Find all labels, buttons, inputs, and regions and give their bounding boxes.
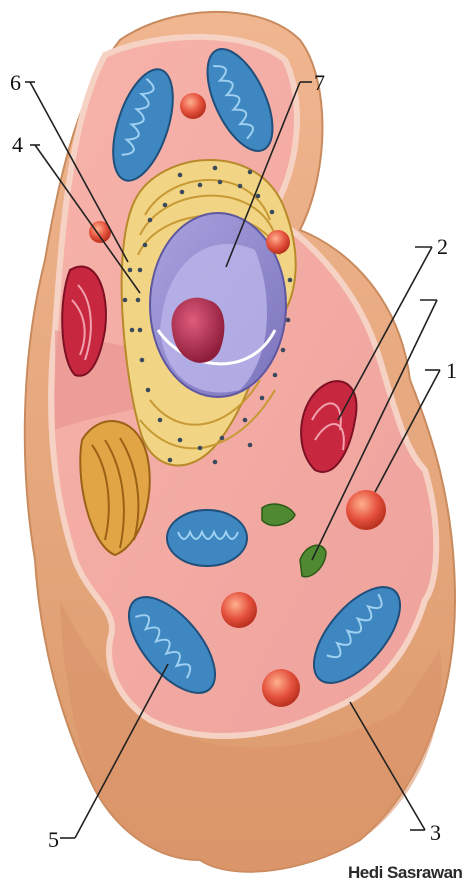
label-3: 3 [430,820,441,845]
lysosome [266,230,290,254]
lysosome [262,669,300,707]
label-1: 1 [446,358,457,383]
credit-text: Hedi Sasrawan [348,863,463,882]
label-4: 4 [12,132,23,157]
lysosome [180,93,206,119]
label-2: 2 [437,234,448,259]
nucleus [150,213,286,397]
lysosome [346,490,386,530]
lysosome [221,592,257,628]
mitochondrion-center [167,510,247,566]
label-6: 6 [10,70,21,95]
label-7: 7 [314,70,325,95]
label-5: 5 [48,827,59,852]
